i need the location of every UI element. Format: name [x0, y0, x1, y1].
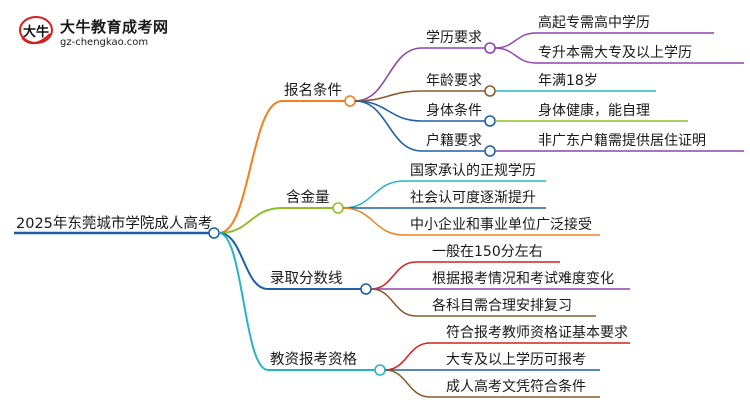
logo-mark-icon: 大牛	[19, 16, 53, 45]
node-label: 大专及以上学历可报考	[446, 352, 586, 368]
node-label: 一般在150分左右	[432, 244, 543, 260]
node-circle	[374, 364, 386, 376]
node-circle	[484, 42, 496, 54]
node-label: 录取分数线	[270, 270, 343, 287]
node-label: 符合报考教师资格证基本要求	[446, 324, 628, 341]
connector-line	[218, 207, 283, 234]
connector-line	[494, 32, 537, 49]
logo-mark-text: 大牛	[23, 24, 49, 40]
node-circle	[344, 95, 356, 107]
connector-line	[370, 261, 417, 290]
node-label: 社会认可度逐渐提升	[410, 190, 536, 206]
connector-line	[370, 288, 417, 317]
connector-line	[342, 207, 405, 236]
connector-line	[354, 100, 423, 122]
node-label: 身体健康，能自理	[538, 102, 650, 119]
node-circle	[484, 115, 496, 127]
node-label: 含金量	[286, 189, 330, 206]
node-label: 户籍要求	[426, 132, 482, 149]
connector-line	[384, 369, 431, 398]
connector-line	[494, 47, 537, 64]
site-logo: 大牛 大牛教育成考网 gz-chengkao.com	[14, 12, 168, 58]
node-label: 年龄要求	[426, 73, 482, 89]
node-label: 教资报考资格	[270, 351, 357, 368]
logo-url: gz-chengkao.com	[60, 37, 149, 48]
node-label: 各科目需合理安排复习	[432, 297, 572, 314]
node-circle	[332, 202, 344, 214]
node-circle	[360, 283, 372, 295]
connector-line	[354, 47, 423, 102]
node-label: 非广东户籍需提供居住证明	[538, 132, 706, 149]
node-label: 身体条件	[426, 102, 482, 119]
node-label: 根据报考情况和考试难度变化	[432, 271, 614, 287]
node-circle	[484, 145, 496, 157]
node-circle	[208, 227, 220, 239]
node-label: 报名条件	[284, 82, 342, 99]
node-label: 成人高考文凭符合条件	[446, 378, 586, 395]
node-label: 高起专需高中学历	[538, 14, 650, 31]
connector-line	[218, 100, 283, 234]
node-label: 中小企业和事业单位广泛接受	[410, 216, 592, 233]
node-label: 年满18岁	[538, 73, 598, 89]
connector-line	[384, 342, 431, 371]
connector-line	[218, 232, 269, 371]
node-label: 学历要求	[426, 30, 482, 46]
connector-line	[354, 100, 423, 152]
connector-line	[342, 180, 405, 209]
connector-line	[218, 232, 269, 290]
node-circle	[484, 85, 496, 97]
node-label: 国家承认的正规学历	[410, 162, 536, 179]
node-label: 2025年东莞城市学院成人高考	[16, 215, 212, 232]
logo-title: 大牛教育成考网	[60, 18, 169, 36]
node-label: 专升本需大专及以上学历	[538, 45, 692, 61]
